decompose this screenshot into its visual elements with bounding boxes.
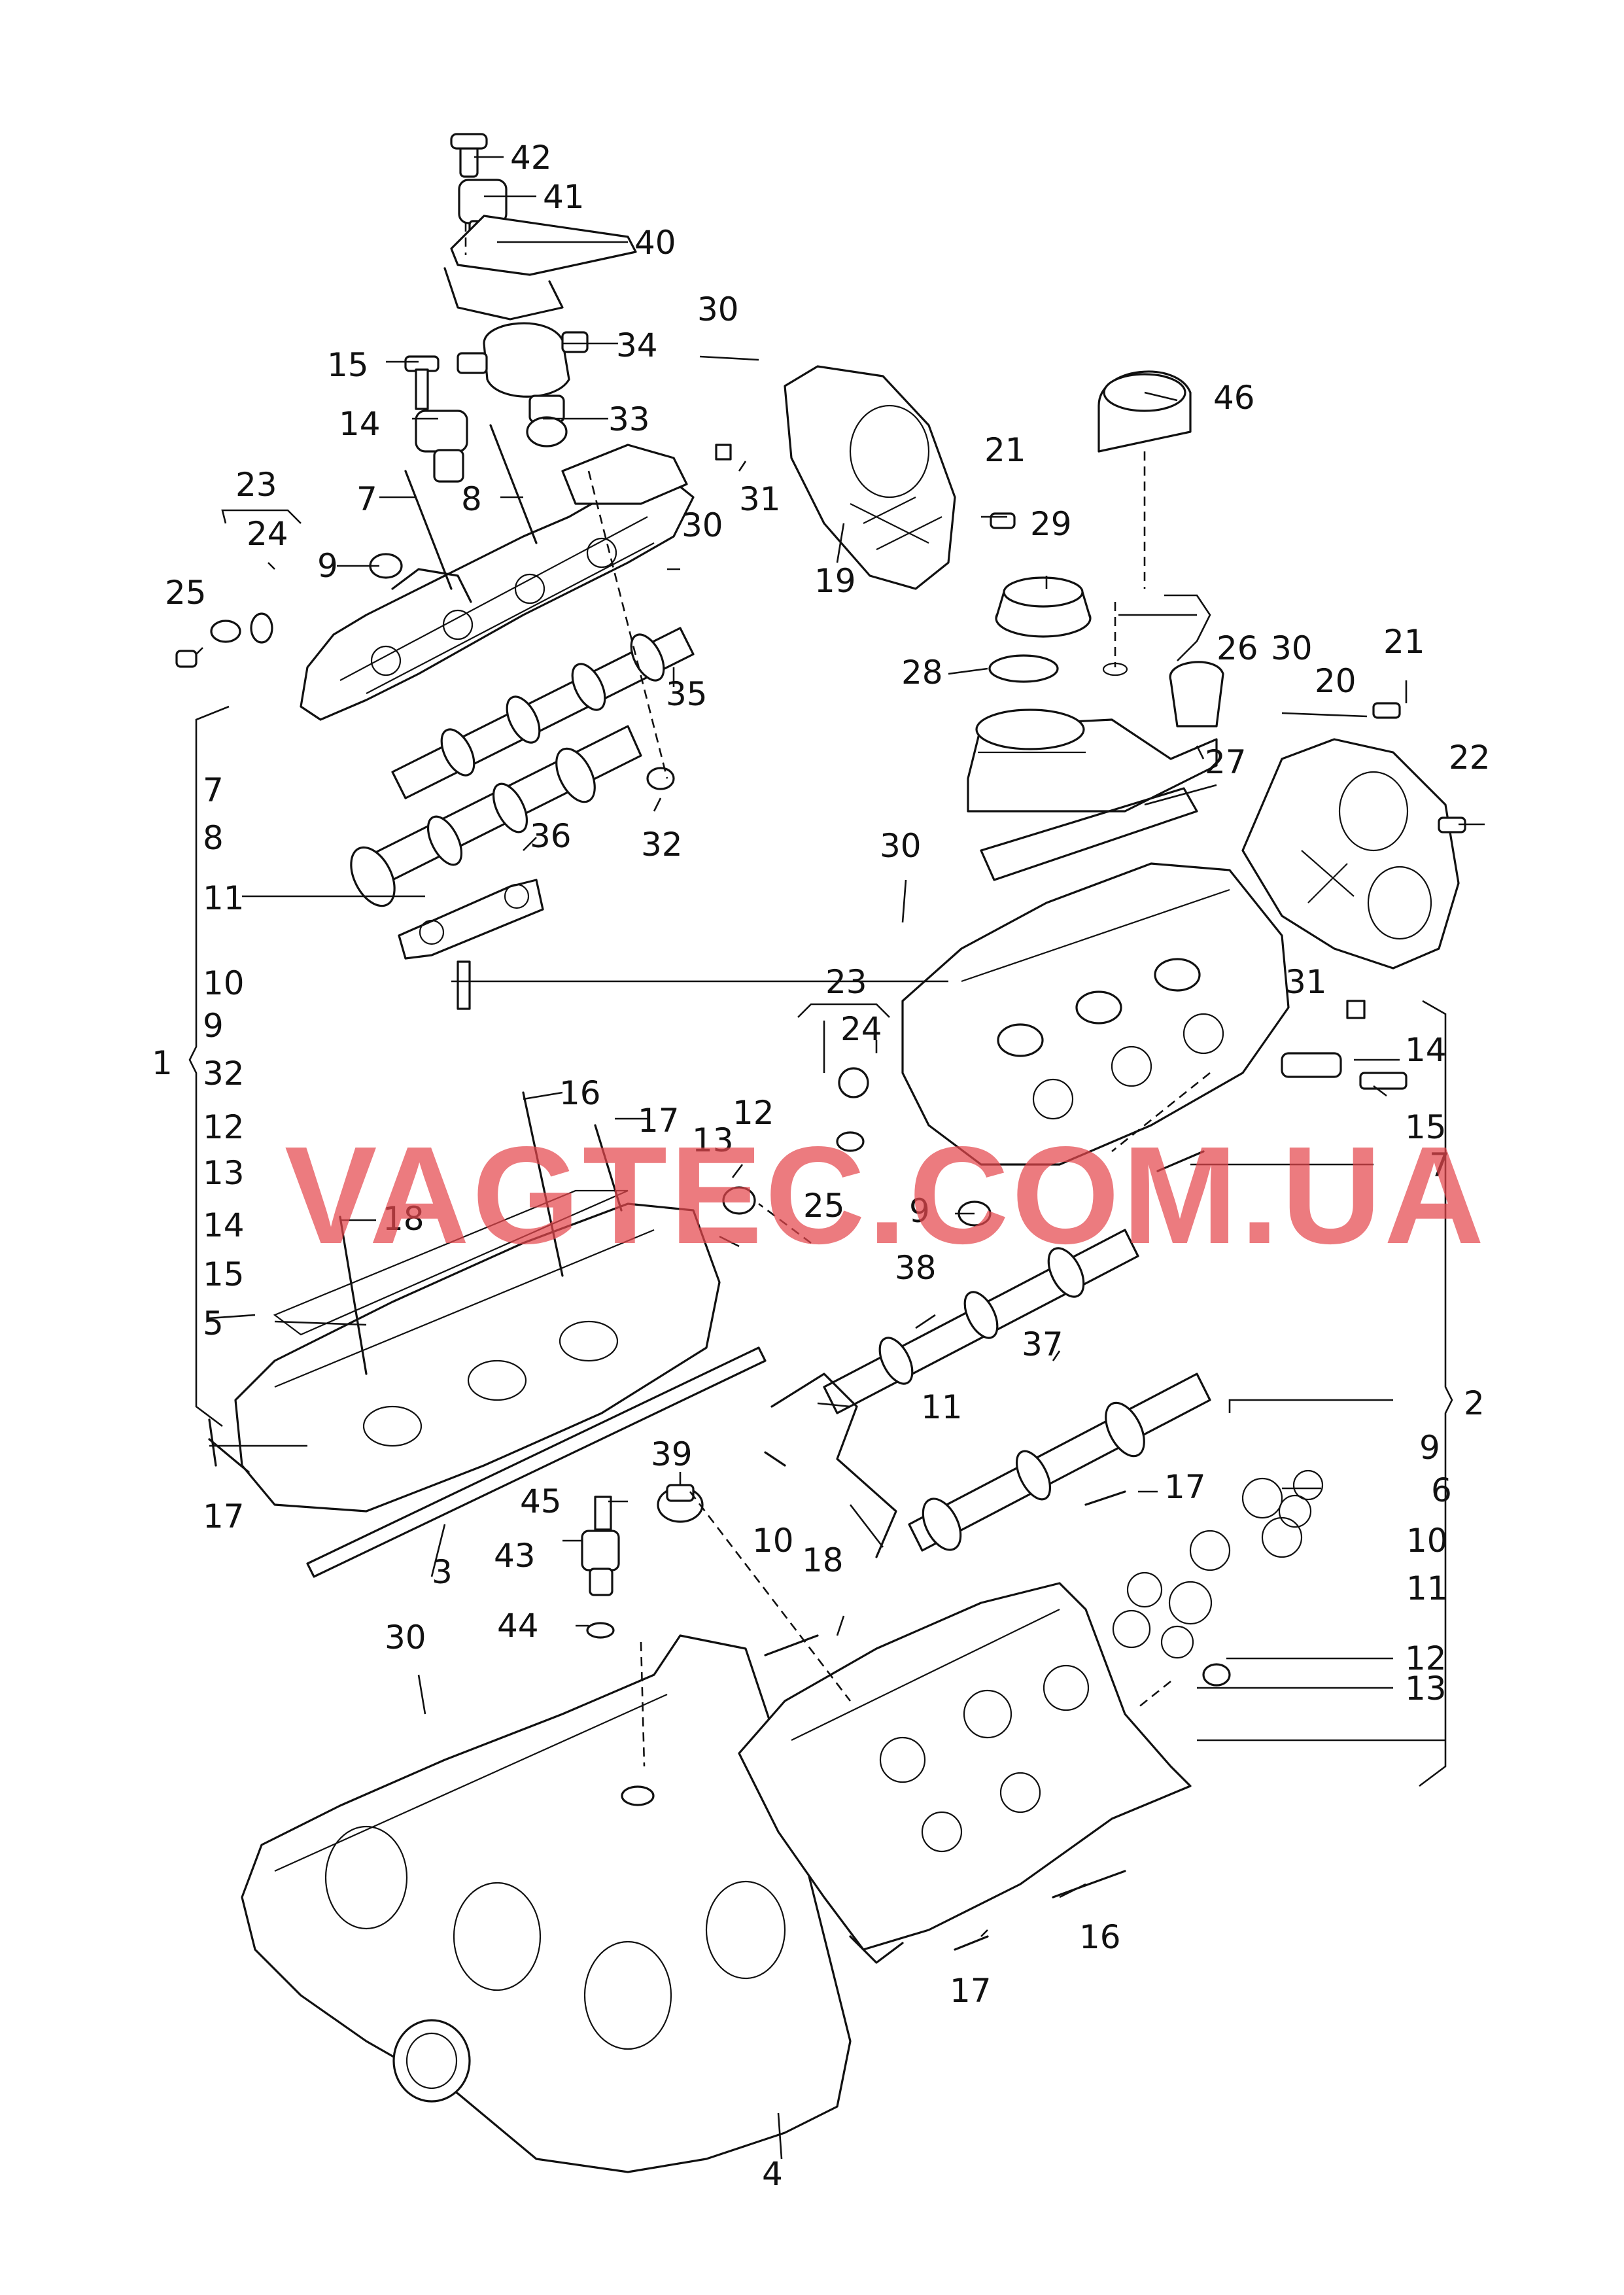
callout-46: 46 [1213,379,1255,417]
part-right-cylinder-head-upper [901,862,1408,1166]
callout-11: 11 [1406,1569,1448,1607]
callout-16: 16 [1079,1918,1121,1956]
part-seal-set [1112,1469,1324,1659]
callout-37: 37 [1022,1325,1063,1363]
callout-5: 5 [203,1305,224,1342]
part-right-camshafts [770,1229,1211,1558]
callout-39: 39 [651,1435,693,1473]
callout-13: 13 [692,1121,734,1159]
callout-14: 14 [339,405,381,443]
callout-18: 18 [383,1200,424,1238]
callout-20: 20 [1315,662,1356,700]
callout-28: 28 [901,654,943,692]
callout-10: 10 [203,964,245,1002]
callout-17: 17 [203,1498,245,1535]
callout-25: 25 [165,574,207,612]
callout-8: 8 [203,819,224,857]
callout-15: 15 [203,1255,245,1293]
callout-7: 7 [203,771,224,809]
callout-7: 7 [356,480,377,518]
callout-22: 22 [1449,739,1491,777]
callout-19: 19 [814,562,856,600]
callout-31: 31 [1285,963,1327,1001]
callout-24: 24 [247,515,288,553]
callout-2: 2 [1464,1384,1485,1422]
callout-27: 27 [1205,743,1247,781]
watermark: VAGTEC.COM.UA [285,1117,1487,1272]
part-sensor-assembly [443,133,637,321]
callout-21: 21 [984,431,1026,469]
callout-labels: 42 41 40 30 34 15 33 14 46 21 31 7 8 23 … [152,139,1491,2193]
parts-layer [175,133,1466,2173]
part-bolts [175,424,1466,1951]
callout-3: 3 [432,1553,453,1591]
callout-17: 17 [638,1102,680,1140]
callout-32: 32 [641,826,683,864]
callout-30: 30 [697,290,739,328]
callout-9: 9 [203,1007,224,1045]
part-timing-cover-left [784,365,956,590]
callout-15: 15 [327,346,369,384]
callout-30: 30 [682,506,723,544]
callout-35: 35 [666,675,708,713]
callout-17: 17 [950,1972,992,2010]
callout-30: 30 [1271,629,1313,667]
part-right-cylinder-head-lower [738,1582,1192,1964]
callout-9: 9 [317,547,338,585]
callout-43: 43 [494,1537,536,1575]
callout-15: 15 [1405,1108,1447,1146]
callout-13: 13 [203,1154,245,1192]
callout-32: 32 [203,1055,245,1093]
callout-9: 9 [909,1192,930,1230]
callout-9: 9 [1419,1429,1440,1467]
callout-10: 10 [752,1522,794,1560]
callout-1: 1 [152,1044,173,1082]
leader-layer [188,156,1485,2160]
callout-40: 40 [634,224,676,262]
callout-38: 38 [895,1249,937,1287]
callout-42: 42 [510,139,552,177]
callout-12: 12 [1405,1639,1447,1677]
callout-6: 6 [1431,1471,1452,1509]
callout-29: 29 [1030,505,1072,543]
part-left-camshaft-housing [300,444,695,1010]
callout-24: 24 [840,1010,882,1048]
callout-23: 23 [825,963,867,1001]
callout-30: 30 [880,827,922,865]
callout-14: 14 [203,1206,245,1244]
callout-25: 25 [803,1187,845,1225]
part-lower-sensor [581,1484,704,1639]
callout-7: 7 [1429,1146,1450,1184]
callout-18: 18 [802,1541,844,1579]
callout-11: 11 [203,879,245,917]
part-high-pressure-pump [404,322,589,483]
callout-33: 33 [608,400,650,438]
callout-36: 36 [530,817,572,855]
callout-44: 44 [497,1607,539,1645]
part-engine-block [241,1634,852,2173]
callout-34: 34 [616,326,658,364]
callout-23: 23 [235,466,277,504]
callout-11: 11 [921,1388,963,1426]
callout-12: 12 [733,1094,774,1132]
callout-12: 12 [203,1108,245,1146]
part-timing-cover-right [1241,738,1460,970]
callout-26: 26 [1217,629,1258,667]
part-oil-filler-cap [967,370,1224,813]
callout-4: 4 [762,2155,783,2193]
callout-14: 14 [1405,1031,1447,1069]
callout-30: 30 [385,1619,426,1656]
callout-21: 21 [1383,623,1425,661]
callout-45: 45 [520,1482,562,1520]
callout-17: 17 [1164,1468,1206,1506]
callout-10: 10 [1406,1522,1448,1560]
part-cover-gasket [980,787,1198,881]
callout-31: 31 [739,480,781,518]
callout-41: 41 [543,178,585,216]
callout-13: 13 [1405,1670,1447,1708]
callout-16: 16 [559,1074,601,1112]
callout-8: 8 [461,480,482,518]
